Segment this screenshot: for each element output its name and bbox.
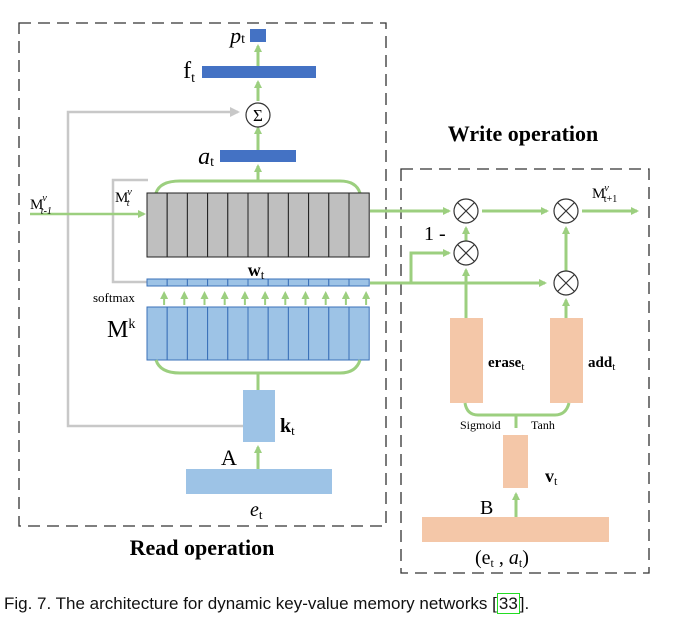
read-operation-title: Read operation bbox=[130, 535, 275, 560]
weight-cell bbox=[166, 278, 188, 287]
write-operation-title: Write operation bbox=[448, 121, 599, 146]
erase-label: eraset bbox=[488, 355, 524, 373]
v-label: vt bbox=[545, 466, 558, 488]
f-bar bbox=[202, 66, 316, 78]
value-memory-slot bbox=[267, 192, 289, 258]
key-memory-slot bbox=[186, 306, 209, 361]
key-memory-slot bbox=[227, 306, 249, 361]
add-label: addt bbox=[588, 355, 615, 373]
value-memory-slot bbox=[287, 192, 310, 258]
weight-cell bbox=[227, 278, 249, 287]
write-operation-box bbox=[400, 168, 650, 574]
multiply-node-4 bbox=[553, 270, 579, 296]
read-operation-box bbox=[18, 22, 387, 527]
key-memory-label: Mk bbox=[107, 317, 135, 343]
weight-cell bbox=[267, 278, 289, 287]
value-memory-slot bbox=[146, 192, 168, 258]
key-vector-box bbox=[243, 390, 275, 442]
key-memory-slot bbox=[247, 306, 269, 361]
key-memory-slot bbox=[308, 306, 330, 361]
a-label: at bbox=[198, 144, 214, 170]
key-memory-slot bbox=[287, 306, 310, 361]
p-bar bbox=[250, 29, 266, 42]
key-memory bbox=[146, 306, 370, 361]
p-label: pt bbox=[228, 23, 245, 48]
key-memory-slot bbox=[348, 306, 370, 361]
value-memory-slot bbox=[207, 192, 229, 258]
tanh-label: Tanh bbox=[531, 418, 555, 432]
v-box bbox=[503, 435, 528, 488]
key-memory-slot bbox=[166, 306, 188, 361]
weight-cell bbox=[247, 278, 269, 287]
weights-branch bbox=[409, 249, 451, 283]
attention-weights bbox=[146, 278, 370, 287]
matrix-B-label: B bbox=[480, 497, 493, 519]
value-memory-slot bbox=[227, 192, 249, 258]
weight-cell bbox=[328, 278, 350, 287]
caption-text: Fig. 7. The architecture for dynamic key… bbox=[4, 594, 497, 613]
weight-cell bbox=[348, 278, 370, 287]
value-memory-slot bbox=[186, 192, 209, 258]
write-input-label: (et , at) bbox=[475, 547, 529, 570]
key-memory-slot bbox=[146, 306, 168, 361]
value-memory bbox=[146, 192, 370, 258]
memory-gray-line bbox=[111, 178, 148, 284]
multiply-node-1 bbox=[453, 198, 479, 224]
write-input-bar bbox=[422, 517, 609, 542]
softmax-label: softmax bbox=[93, 290, 135, 305]
value-memory-slot bbox=[247, 192, 269, 258]
multiply-node-3 bbox=[553, 198, 579, 224]
multiply-node-2 bbox=[453, 240, 479, 266]
value-memory-brace bbox=[154, 179, 362, 194]
erase-box bbox=[450, 318, 483, 403]
weight-cell bbox=[186, 278, 209, 287]
one-minus-label: 1 - bbox=[424, 223, 446, 245]
exercise-embedding-bar bbox=[186, 469, 332, 494]
key-memory-slot bbox=[267, 306, 289, 361]
sum-symbol: Σ bbox=[253, 106, 263, 125]
value-memory-slot bbox=[308, 192, 330, 258]
exercise-label: et bbox=[250, 499, 263, 522]
weight-cell bbox=[207, 278, 229, 287]
sum-node bbox=[245, 102, 271, 128]
citation-link[interactable]: 33 bbox=[496, 593, 520, 614]
key-to-sum-line bbox=[66, 107, 243, 428]
key-memory-slot bbox=[207, 306, 229, 361]
key-vector-label: kt bbox=[280, 415, 295, 438]
figure-caption: Fig. 7. The architecture for dynamic key… bbox=[4, 593, 530, 614]
sigmoid-tanh-brace bbox=[463, 402, 571, 417]
softmax-arrows bbox=[160, 291, 371, 305]
value-memory-slot bbox=[348, 192, 370, 258]
caption-end: ]. bbox=[519, 594, 530, 613]
weight-cell bbox=[287, 278, 310, 287]
weight-cell bbox=[146, 278, 168, 287]
weights-label: wt bbox=[248, 260, 265, 282]
key-memory-brace bbox=[154, 359, 362, 375]
f-label: ft bbox=[183, 58, 195, 86]
a-bar bbox=[220, 150, 296, 162]
weight-cell bbox=[308, 278, 330, 287]
add-box bbox=[550, 318, 583, 403]
value-memory-slot bbox=[328, 192, 350, 258]
key-memory-slot bbox=[328, 306, 350, 361]
sigmoid-label: Sigmoid bbox=[460, 418, 501, 432]
matrix-A-label: A bbox=[221, 445, 237, 470]
value-memory-slot bbox=[166, 192, 188, 258]
